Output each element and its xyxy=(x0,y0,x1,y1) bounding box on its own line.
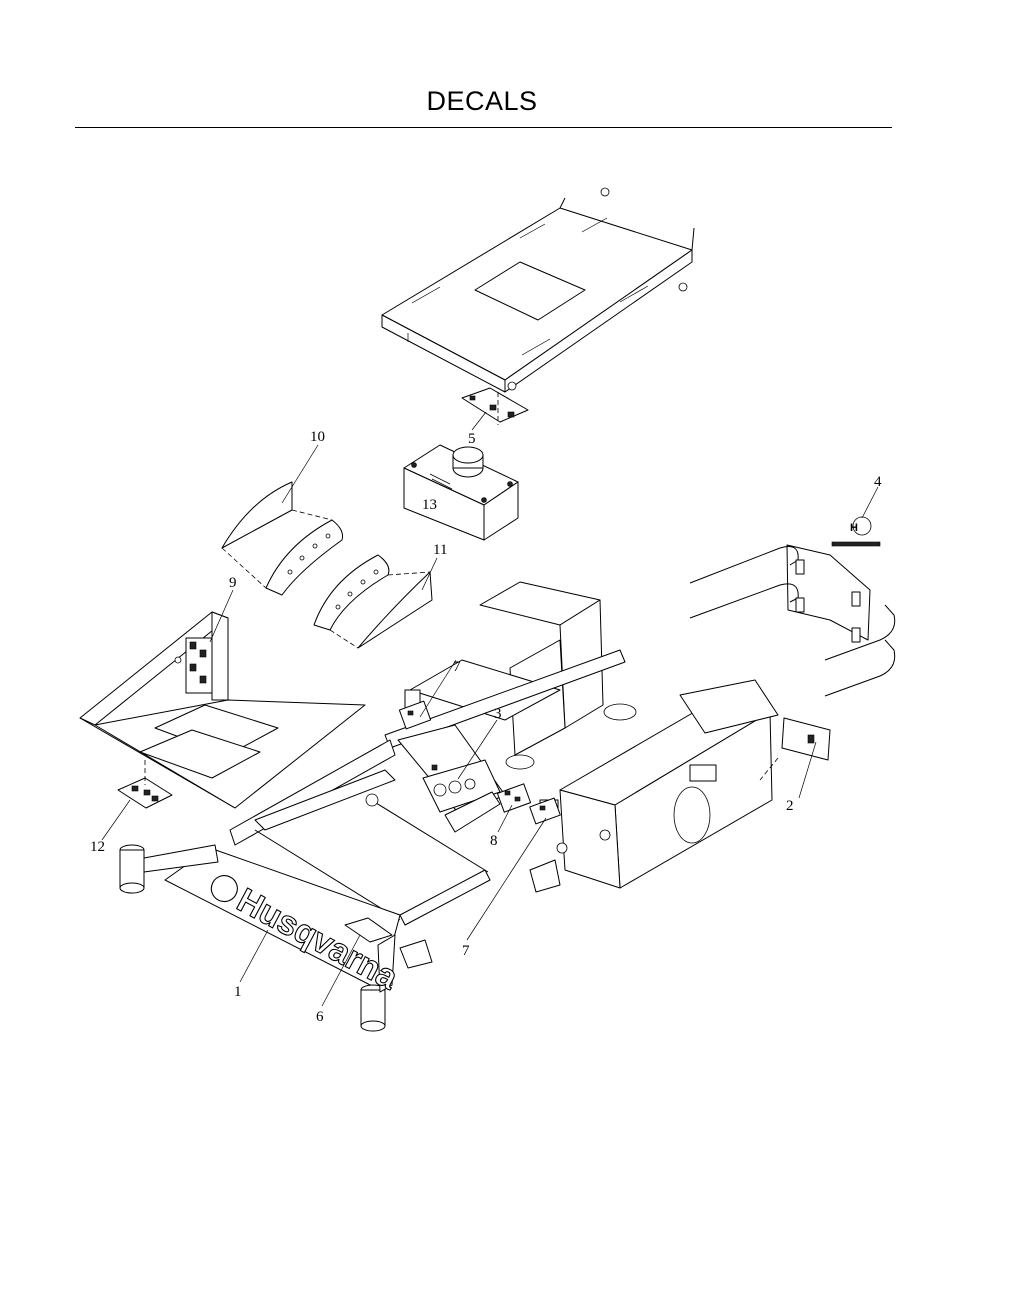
leader-lines xyxy=(101,411,879,1007)
decal-7-lower xyxy=(529,797,561,825)
fuel-tank-13 xyxy=(403,444,519,541)
page-title: DECALS xyxy=(426,86,538,116)
callout-4: 4 xyxy=(874,474,882,490)
callout-6: 6 xyxy=(316,1009,324,1025)
svg-text:H: H xyxy=(850,522,858,534)
callout-2: 2 xyxy=(786,798,794,814)
seat-plate xyxy=(381,187,695,405)
callout-3: 3 xyxy=(494,706,502,722)
floor-pan-9 xyxy=(79,611,366,809)
callout-7-lower: 7 xyxy=(462,943,470,959)
main-frame xyxy=(119,581,779,1032)
callout-1: 1 xyxy=(234,984,242,1000)
decal-7-upper xyxy=(398,700,432,730)
fender-11 xyxy=(313,554,433,649)
callout-10: 10 xyxy=(310,429,325,445)
decal-12 xyxy=(117,760,173,809)
callout-11: 11 xyxy=(433,542,447,558)
callout-9: 9 xyxy=(229,575,237,591)
callout-12: 12 xyxy=(90,839,105,855)
decal-2 xyxy=(759,717,831,781)
callout-13: 13 xyxy=(422,497,437,513)
title-rule xyxy=(75,127,892,128)
callout-labels: 1 2 3 4 5 6 7 8 9 10 11 12 13 7 xyxy=(90,429,882,1025)
callout-8: 8 xyxy=(490,833,498,849)
decal-8 xyxy=(496,783,532,813)
fender-10 xyxy=(221,481,343,596)
callout-7-upper: 7 xyxy=(453,659,461,675)
callout-5: 5 xyxy=(468,431,476,447)
seat-back-4: H xyxy=(689,516,896,697)
decal-5 xyxy=(461,387,529,425)
